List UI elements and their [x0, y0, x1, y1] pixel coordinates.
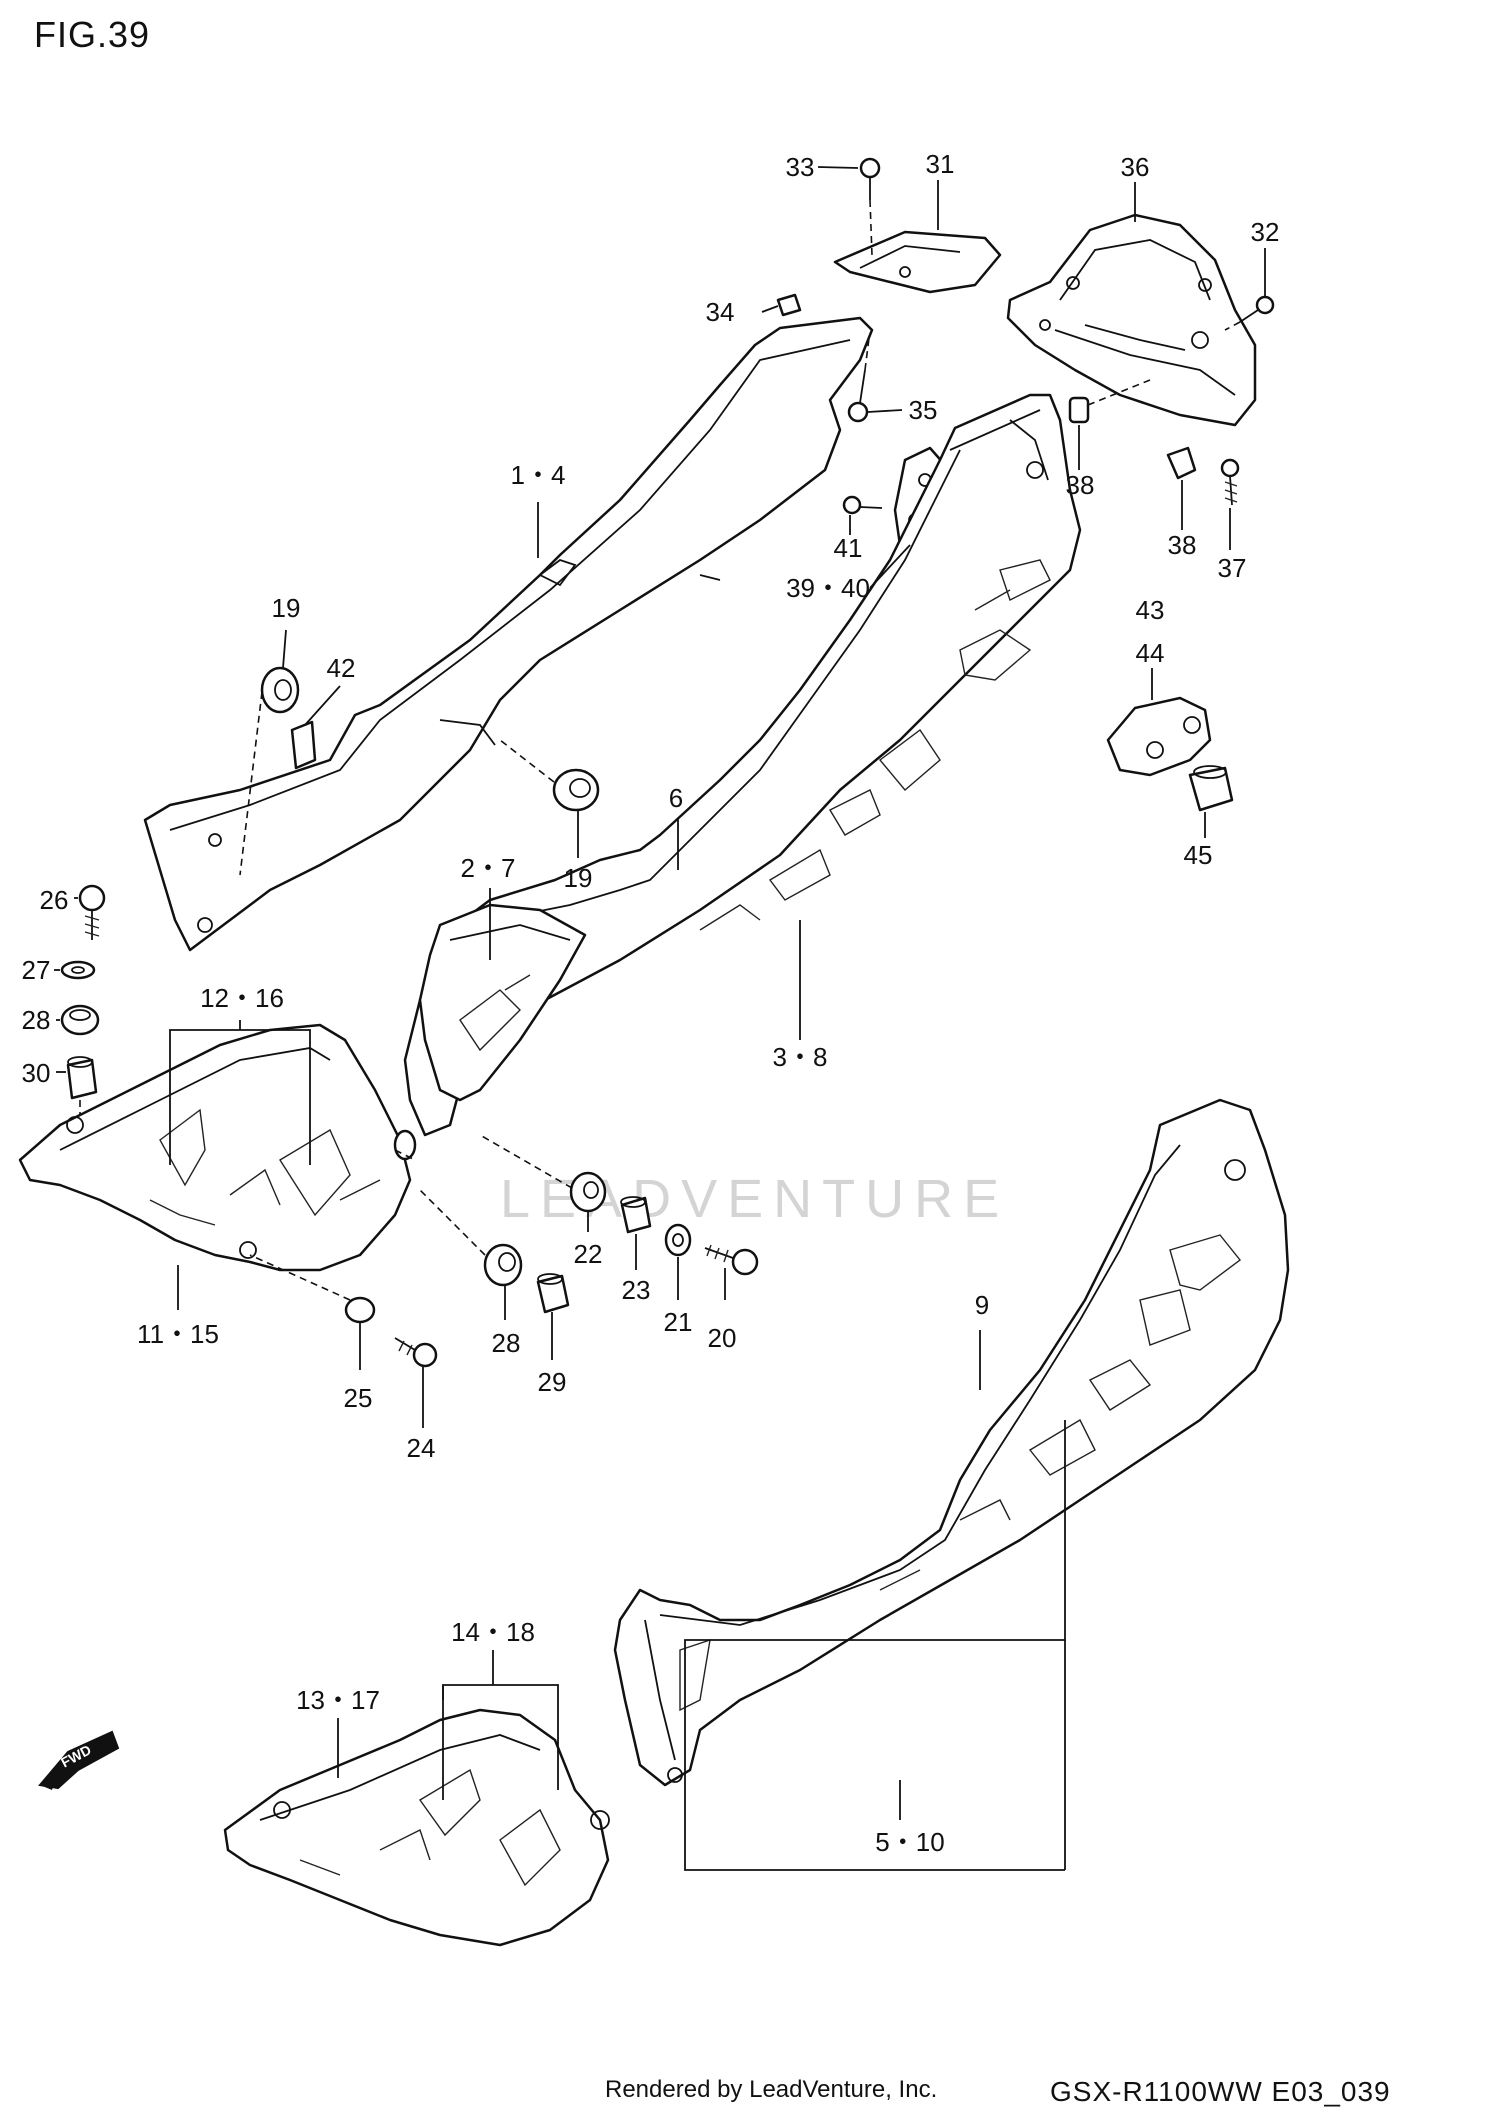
callout-1-4: 1・4 — [510, 460, 566, 490]
callout-9: 9 — [974, 1290, 990, 1320]
part-32-screw — [1224, 295, 1275, 331]
callout-32: 32 — [1250, 217, 1280, 247]
callout-13-17: 13・17 — [296, 1685, 380, 1715]
callout-33: 33 — [785, 152, 815, 182]
part-42-pad — [290, 720, 317, 770]
part-30-collar — [66, 1056, 98, 1125]
callout-25: 25 — [343, 1383, 373, 1413]
callout-2-7: 2・7 — [460, 853, 516, 883]
callout-14-18: 14・18 — [451, 1617, 535, 1647]
callout-27: 27 — [21, 955, 51, 985]
callout-19-a: 19 — [271, 593, 301, 623]
callout-42: 42 — [326, 653, 356, 683]
part-clip-grommet — [393, 1129, 417, 1161]
callout-39-40: 39・40 — [786, 573, 870, 603]
figure-code: GSX-R1100WW E03_039 — [1050, 2076, 1391, 2107]
part-23-collar — [620, 1196, 652, 1234]
fwd-arrow-icon — [38, 1730, 120, 1790]
callout-44: 44 — [1135, 638, 1165, 668]
part-19-rubber-b — [499, 739, 600, 812]
part-38-clip-a — [1068, 379, 1151, 424]
part-21-washer — [664, 1223, 692, 1257]
callout-29: 29 — [537, 1367, 567, 1397]
callout-35: 35 — [908, 395, 938, 425]
callout-36: 36 — [1120, 152, 1150, 182]
part-2-7-inner-panel — [418, 903, 587, 1102]
part-35-screw — [847, 329, 871, 423]
callout-38-a: 38 — [1065, 470, 1095, 500]
callout-28-a: 28 — [21, 1005, 51, 1035]
callout-22: 22 — [573, 1239, 603, 1269]
callout-34: 34 — [705, 297, 735, 327]
callout-26: 26 — [39, 885, 69, 915]
callout-3-8: 3・8 — [772, 1042, 828, 1072]
part-34-clip — [776, 293, 802, 317]
part-26-screw — [78, 884, 106, 940]
part-43-44-block — [1106, 696, 1212, 777]
part-38-clip-b — [1166, 446, 1197, 480]
part-41-screw — [842, 495, 883, 515]
part-22-grommet — [479, 1134, 607, 1213]
part-27-washer — [60, 960, 96, 980]
callout-11-15: 11・15 — [137, 1319, 219, 1349]
callout-41: 41 — [833, 533, 863, 563]
footer-credit: Rendered by LeadVenture, Inc. — [605, 2076, 938, 2103]
callout-28-b: 28 — [491, 1328, 521, 1358]
callout-38-b: 38 — [1167, 530, 1197, 560]
part-37-bolt — [1220, 458, 1240, 506]
part-24-bolt — [394, 1337, 438, 1368]
callout-23: 23 — [621, 1275, 651, 1305]
callout-30: 30 — [21, 1058, 51, 1088]
part-20-bolt — [704, 1244, 759, 1276]
callout-31: 31 — [925, 149, 955, 179]
part-28-grommet-a — [60, 1004, 100, 1036]
part-19-rubber-a — [239, 666, 300, 876]
callout-43: 43 — [1135, 595, 1165, 625]
callout-19-b: 19 — [563, 863, 593, 893]
part-9-lower-side-cover — [613, 1098, 1290, 1787]
callout-21: 21 — [663, 1307, 693, 1337]
part-33-screw — [859, 157, 881, 256]
part-36-bracket — [1006, 213, 1257, 427]
part-29-collar — [536, 1273, 570, 1314]
callout-45: 45 — [1183, 840, 1213, 870]
part-11-15-lower-cover — [18, 1023, 412, 1272]
part-28-grommet-b — [419, 1189, 523, 1287]
callout-37: 37 — [1217, 553, 1247, 583]
part-13-17-lower-cover — [223, 1708, 610, 1947]
leader-lines — [54, 166, 1266, 1871]
callout-5-10: 5・10 — [875, 1827, 945, 1857]
callout-24: 24 — [406, 1433, 436, 1463]
callout-12-16: 12・16 — [200, 983, 284, 1013]
part-31-cover — [833, 230, 1002, 294]
callout-6: 6 — [668, 783, 684, 813]
callout-20: 20 — [707, 1323, 737, 1353]
part-1-4-frame-cover — [143, 316, 874, 952]
part-45-collar — [1188, 765, 1234, 812]
figure-title: FIG.39 — [34, 14, 151, 55]
